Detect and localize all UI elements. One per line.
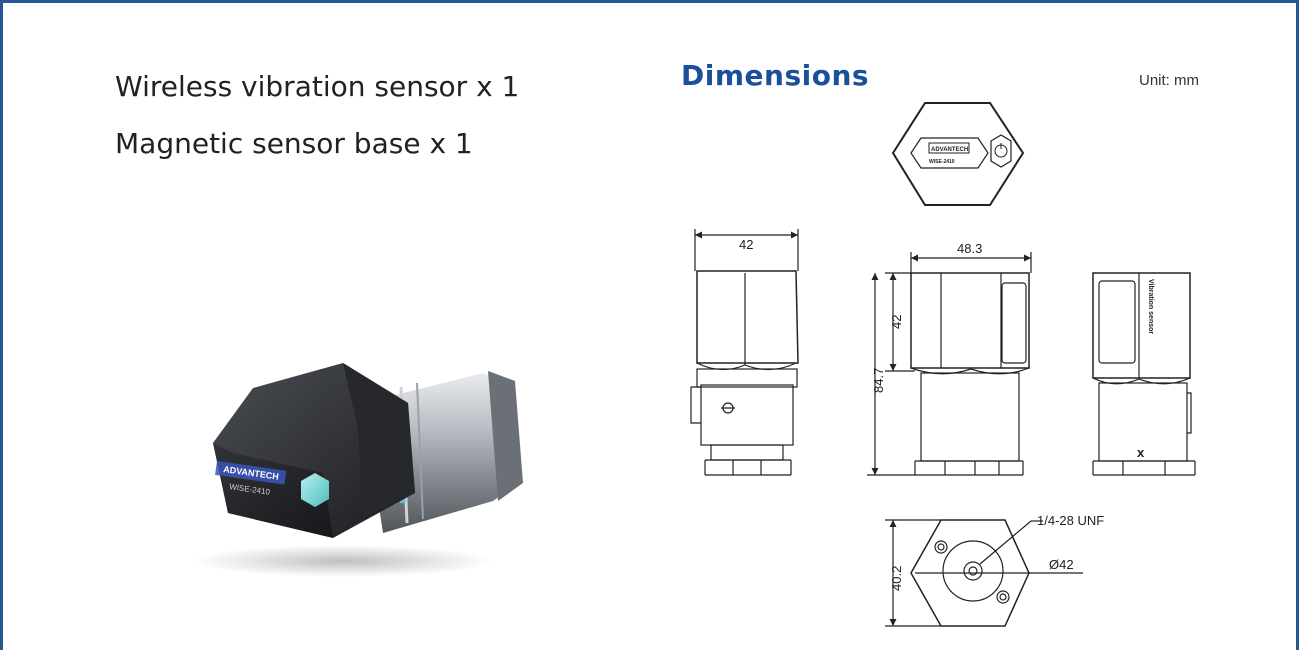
top-brand-text: ADVANTECH <box>931 147 968 153</box>
metal-ring-2 <box>416 382 424 520</box>
dim-height-total: 84.7 <box>871 368 886 393</box>
left-view <box>690 229 799 476</box>
front-view <box>867 252 1032 476</box>
dim-axis-x: x <box>1137 445 1145 460</box>
side-label-text: Vibration sensor <box>1147 279 1154 334</box>
package-item-sensor: Wireless vibration sensor x 1 <box>115 70 520 103</box>
metal-end <box>488 371 523 501</box>
top-view <box>891 102 1025 206</box>
hex-cap-side <box>343 363 415 518</box>
dimensions-title: Dimensions <box>681 59 870 92</box>
right-view <box>1092 272 1196 476</box>
dimension-drawing: 42 48.3 42 84.7 40.2 1/4-28 UNF Ø42 x Vi… <box>690 102 1196 627</box>
dim-width-left: 42 <box>739 237 753 252</box>
package-item-base: Magnetic sensor base x 1 <box>115 127 473 160</box>
dim-width-front: 48.3 <box>957 241 982 256</box>
dim-bottom-height: 40.2 <box>889 566 904 591</box>
photo-shadow <box>193 545 493 577</box>
bottom-view <box>885 519 1083 627</box>
dim-height-upper: 42 <box>889 315 904 329</box>
product-photo: ADVANTECH WISE-2410 <box>193 363 523 577</box>
unit-label: Unit: mm <box>1139 72 1199 89</box>
dim-thread: 1/4-28 UNF <box>1037 513 1104 528</box>
brand-strip <box>215 461 287 485</box>
power-button-icon <box>301 473 329 507</box>
dim-diameter: Ø42 <box>1049 557 1074 572</box>
top-model-text: WISE-2410 <box>929 159 955 165</box>
